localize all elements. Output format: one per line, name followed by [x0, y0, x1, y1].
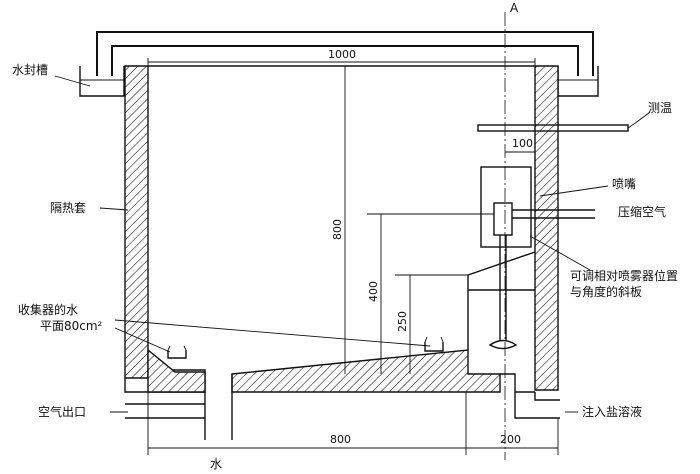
label-water: 水	[210, 457, 222, 471]
left-collector-base	[147, 348, 206, 393]
adjustable-baffle	[467, 251, 536, 350]
chamber-walls	[124, 65, 559, 391]
water-seal-pipe	[96, 31, 594, 76]
dim-text-height: 800	[331, 219, 344, 240]
label-nozzle: 喷嘴	[612, 177, 636, 191]
dim-baffle-height	[395, 274, 468, 374]
dim-text-nozzle-height: 400	[367, 281, 380, 302]
spray-rod	[488, 235, 518, 350]
collector-left	[167, 345, 187, 359]
label-thermometer: 测温	[648, 101, 672, 115]
label-salt-solution-in: 注入盐溶液	[582, 404, 642, 419]
dim-nozzle-height	[367, 213, 494, 374]
label-air-outlet: 空气出口	[38, 404, 86, 419]
dim-text-floor-right: 200	[500, 433, 521, 446]
air-outlet-pipe	[125, 403, 205, 419]
right-wall	[534, 65, 559, 391]
label-baffle-line2: 与角度的斜板	[570, 284, 642, 299]
label-section-a: A	[510, 1, 519, 15]
bottom-pipes	[204, 373, 560, 440]
dim-text-floor-left: 800	[330, 433, 351, 446]
dim-floor	[147, 392, 559, 455]
label-collector-line1: 收集器的水	[18, 302, 78, 317]
dim-text-nozzle-offset: 100	[512, 137, 533, 150]
thermometer-probe	[477, 111, 651, 132]
collector-right	[424, 336, 444, 352]
compressed-air-line	[512, 209, 595, 219]
left-water-seal-tank	[79, 66, 125, 97]
left-wall	[124, 65, 149, 379]
dim-text-width: 1000	[328, 48, 356, 61]
label-insulation-jacket: 隔热套	[50, 201, 86, 215]
label-water-seal-tank: 水封槽	[12, 63, 48, 77]
dim-text-baffle-height: 250	[396, 311, 409, 332]
nozzle	[493, 202, 513, 236]
dim-width-total	[147, 58, 536, 66]
label-compressed-air: 压缩空气	[618, 204, 666, 219]
label-collector-line2: 平面80cm²	[40, 319, 103, 333]
inner-tank	[124, 65, 535, 393]
sloped-floor	[231, 349, 501, 393]
label-baffle-line1: 可调相对喷雾器位置	[570, 268, 678, 283]
leader-lines	[54, 75, 609, 413]
